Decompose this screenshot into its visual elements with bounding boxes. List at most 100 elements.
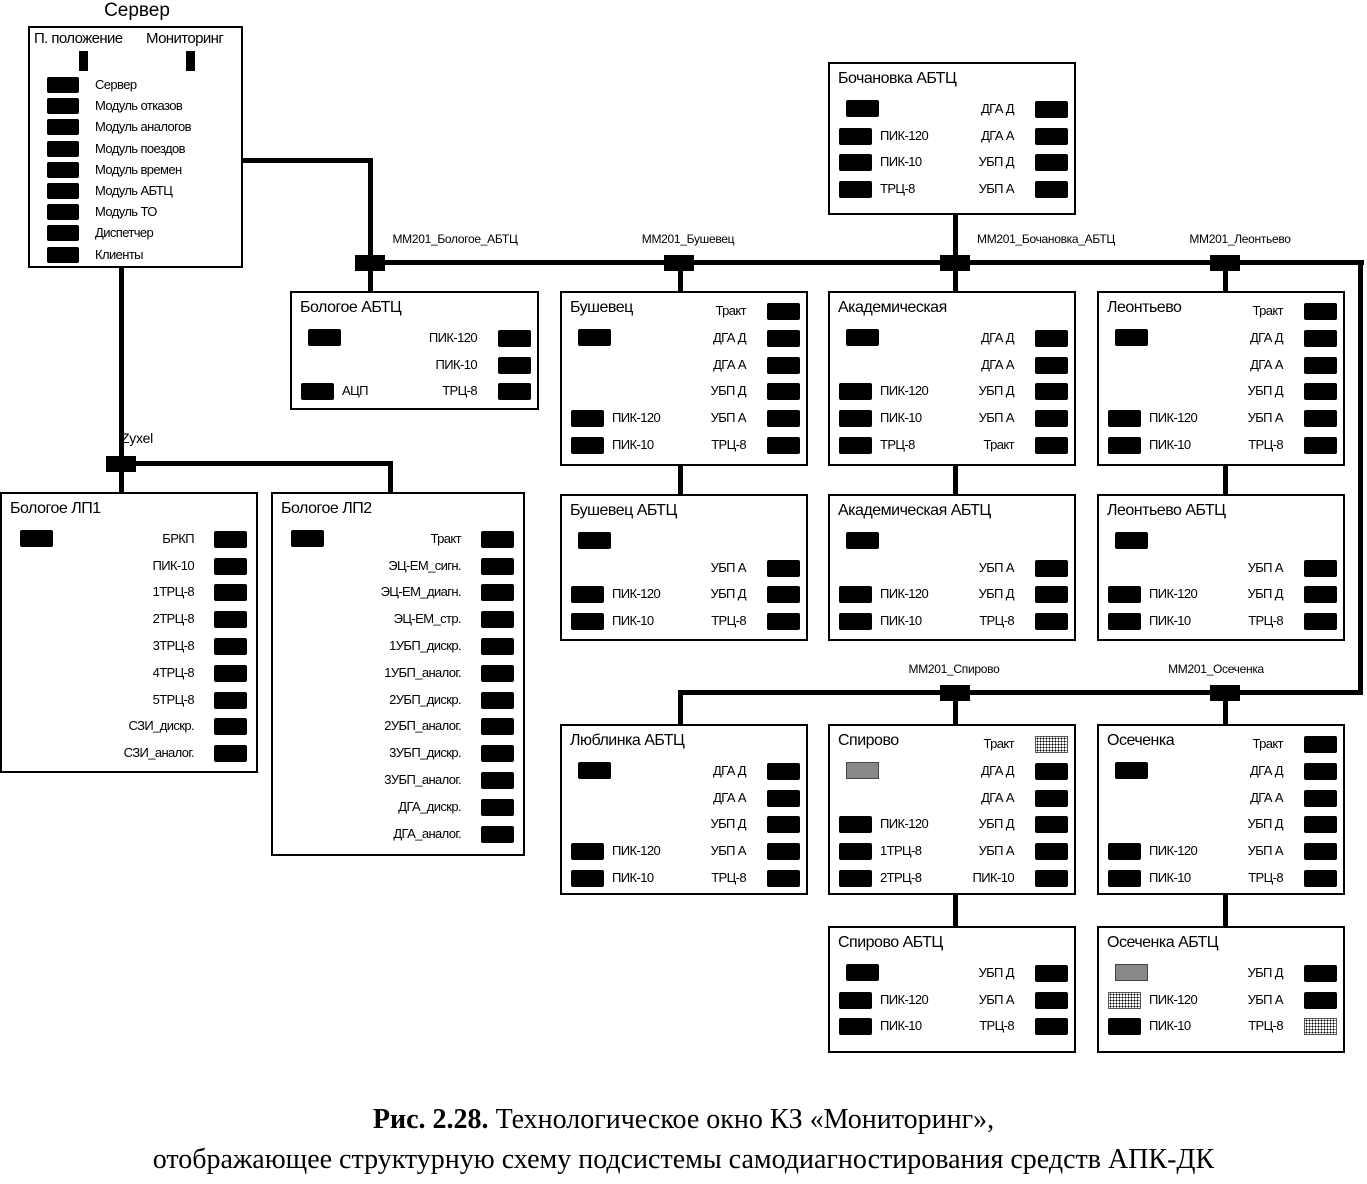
status-indicator[interactable] [214,745,247,763]
status-indicator[interactable] [571,437,604,454]
network-switch-zyxel[interactable] [106,456,136,472]
network-switch-mm-spirovo[interactable] [940,685,970,701]
status-indicator[interactable] [571,410,604,428]
status-indicator[interactable] [839,181,872,199]
status-indicator[interactable] [571,870,604,887]
status-indicator[interactable] [481,557,514,575]
status-indicator[interactable] [839,843,872,861]
status-indicator[interactable] [1304,964,1337,982]
status-indicator[interactable] [1035,613,1068,631]
status-indicator[interactable] [481,664,514,682]
status-indicator[interactable] [1035,964,1068,982]
status-indicator[interactable] [1035,762,1068,780]
status-indicator[interactable] [1108,613,1141,631]
server-status-indicator[interactable] [47,225,79,242]
status-indicator[interactable] [1304,383,1337,401]
server-status-indicator[interactable] [47,140,79,157]
status-indicator[interactable] [214,664,247,682]
main-status-indicator[interactable] [1115,531,1148,549]
status-indicator[interactable] [1304,559,1337,577]
status-indicator[interactable] [1304,762,1337,780]
status-indicator[interactable] [767,762,800,780]
status-indicator[interactable] [481,718,514,736]
status-indicator[interactable] [481,530,514,548]
server-status-indicator[interactable] [47,183,79,199]
status-indicator[interactable] [214,691,247,709]
status-indicator[interactable] [1304,410,1337,428]
status-indicator[interactable] [839,383,872,401]
status-indicator[interactable] [1035,843,1068,861]
status-indicator[interactable] [839,613,872,631]
status-indicator[interactable] [214,557,247,575]
status-indicator[interactable] [767,559,800,577]
status-indicator[interactable] [1035,870,1068,887]
main-status-indicator[interactable] [846,328,879,346]
status-indicator[interactable] [1304,1018,1337,1036]
status-indicator[interactable] [839,870,872,887]
main-status-indicator[interactable] [846,963,879,981]
status-indicator[interactable] [481,611,514,629]
status-indicator[interactable] [767,843,800,861]
status-indicator[interactable] [1035,559,1068,577]
status-indicator[interactable] [1035,181,1068,199]
status-indicator[interactable] [1035,127,1068,145]
status-indicator[interactable] [1304,736,1337,753]
status-indicator[interactable] [498,383,531,401]
status-indicator[interactable] [839,437,872,454]
status-indicator[interactable] [839,816,872,834]
network-switch-mm-bologoe[interactable] [355,255,385,271]
main-status-indicator[interactable] [578,328,611,346]
status-indicator[interactable] [481,825,514,843]
status-indicator[interactable] [571,843,604,861]
status-indicator[interactable] [1035,816,1068,834]
status-indicator[interactable] [1035,437,1068,454]
status-indicator[interactable] [1304,356,1337,374]
status-indicator[interactable] [1108,870,1141,887]
status-indicator[interactable] [767,586,800,604]
status-indicator[interactable] [767,383,800,401]
main-status-indicator[interactable] [1115,328,1148,346]
status-indicator[interactable] [1304,303,1337,320]
main-status-indicator[interactable] [1115,761,1148,779]
main-status-indicator[interactable] [846,531,879,549]
status-indicator[interactable] [1304,991,1337,1009]
network-switch-mm-bochanovka[interactable] [940,255,970,271]
main-status-indicator[interactable] [20,529,53,547]
network-switch-mm-osechenka[interactable] [1210,685,1240,701]
status-indicator[interactable] [767,410,800,428]
status-indicator[interactable] [1304,816,1337,834]
network-switch-mm-bushevets[interactable] [664,255,694,271]
status-indicator[interactable] [571,586,604,604]
server-status-indicator[interactable] [47,98,79,115]
status-indicator[interactable] [1108,843,1141,861]
main-status-indicator[interactable] [1115,963,1148,981]
status-indicator[interactable] [839,586,872,604]
status-indicator[interactable] [571,613,604,631]
status-indicator[interactable] [1035,383,1068,401]
position-indicator[interactable] [79,51,88,71]
monitoring-indicator[interactable] [186,51,195,71]
main-status-indicator[interactable] [846,761,879,779]
status-indicator[interactable] [301,383,334,401]
server-status-indicator[interactable] [47,204,79,221]
status-indicator[interactable] [1035,991,1068,1009]
status-indicator[interactable] [767,329,800,347]
status-indicator[interactable] [214,584,247,602]
status-indicator[interactable] [1035,154,1068,172]
main-status-indicator[interactable] [578,761,611,779]
status-indicator[interactable] [767,870,800,887]
status-indicator[interactable] [767,613,800,631]
status-indicator[interactable] [214,611,247,629]
status-indicator[interactable] [1035,789,1068,807]
status-indicator[interactable] [481,691,514,709]
status-indicator[interactable] [498,329,531,347]
status-indicator[interactable] [1035,329,1068,347]
status-indicator[interactable] [839,991,872,1009]
status-indicator[interactable] [1304,843,1337,861]
status-indicator[interactable] [498,356,531,374]
status-indicator[interactable] [1108,991,1141,1009]
status-indicator[interactable] [1035,356,1068,374]
status-indicator[interactable] [481,772,514,789]
status-indicator[interactable] [481,638,514,655]
status-indicator[interactable] [1035,586,1068,604]
